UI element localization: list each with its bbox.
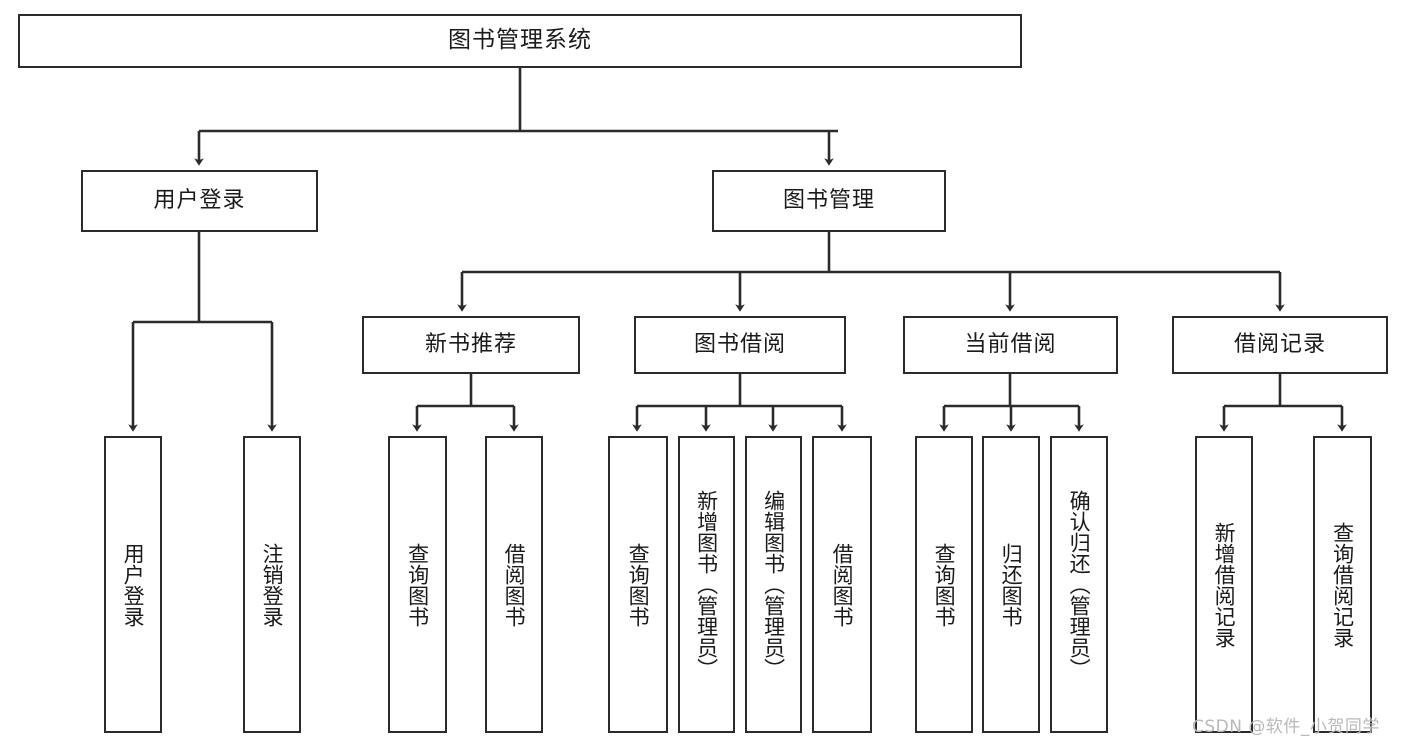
node-label: 查询图书 (932, 542, 957, 627)
node-label: 用户登录 (153, 187, 246, 213)
node-label: 用户登录 (121, 542, 146, 627)
node-label: 图书管理 (782, 187, 875, 213)
leaf-book-borrow-add-book-admin[interactable]: 新增图书（管理员） (678, 436, 735, 733)
node-label: 编辑图书（管理员） (761, 490, 786, 679)
leaf-book-borrow-edit-book-admin[interactable]: 编辑图书（管理员） (745, 436, 802, 733)
leaf-new-book-borrow-book[interactable]: 借阅图书 (485, 436, 543, 733)
node-borrow-record[interactable]: 借阅记录 (1172, 316, 1388, 374)
leaf-current-borrow-query-book[interactable]: 查询图书 (915, 436, 973, 733)
node-label: 查询图书 (626, 542, 651, 627)
leaf-book-borrow-query-book[interactable]: 查询图书 (608, 436, 668, 733)
node-label: 借阅记录 (1233, 331, 1326, 357)
node-label: 借阅图书 (502, 542, 527, 627)
node-label: 注销登录 (260, 542, 285, 627)
node-label: 归还图书 (999, 542, 1024, 627)
node-book-borrow[interactable]: 图书借阅 (634, 316, 846, 374)
node-label: 借阅图书 (830, 542, 855, 627)
node-label: 图书管理系统 (448, 27, 592, 54)
node-label: 新增借阅记录 (1212, 521, 1237, 648)
leaf-current-borrow-confirm-return-admin[interactable]: 确认归还（管理员） (1050, 436, 1108, 733)
leaf-borrow-record-query-record[interactable]: 查询借阅记录 (1313, 436, 1372, 733)
leaf-user-login-login[interactable]: 用户登录 (104, 436, 162, 733)
leaf-current-borrow-return-book[interactable]: 归还图书 (982, 436, 1040, 733)
node-label: 新书推荐 (424, 331, 517, 357)
node-label: 新增图书（管理员） (694, 490, 719, 679)
leaf-user-login-logout[interactable]: 注销登录 (243, 436, 301, 733)
node-label: 图书借阅 (693, 331, 786, 357)
node-new-book-recommend[interactable]: 新书推荐 (362, 316, 580, 374)
leaf-book-borrow-borrow-book[interactable]: 借阅图书 (812, 436, 872, 733)
node-user-login[interactable]: 用户登录 (81, 170, 318, 232)
leaf-borrow-record-add-record[interactable]: 新增借阅记录 (1195, 436, 1253, 733)
watermark-csdn: CSDN @软件_小贺同学 (1192, 717, 1380, 737)
node-root-book-management-system[interactable]: 图书管理系统 (18, 14, 1022, 68)
node-label: 查询图书 (405, 542, 430, 627)
node-label: 确认归还（管理员） (1067, 490, 1092, 679)
node-label: 查询借阅记录 (1330, 521, 1355, 648)
node-current-borrow[interactable]: 当前借阅 (903, 316, 1118, 374)
node-label: 当前借阅 (964, 331, 1057, 357)
leaf-new-book-query-book[interactable]: 查询图书 (388, 436, 447, 733)
node-book-management[interactable]: 图书管理 (712, 170, 946, 232)
